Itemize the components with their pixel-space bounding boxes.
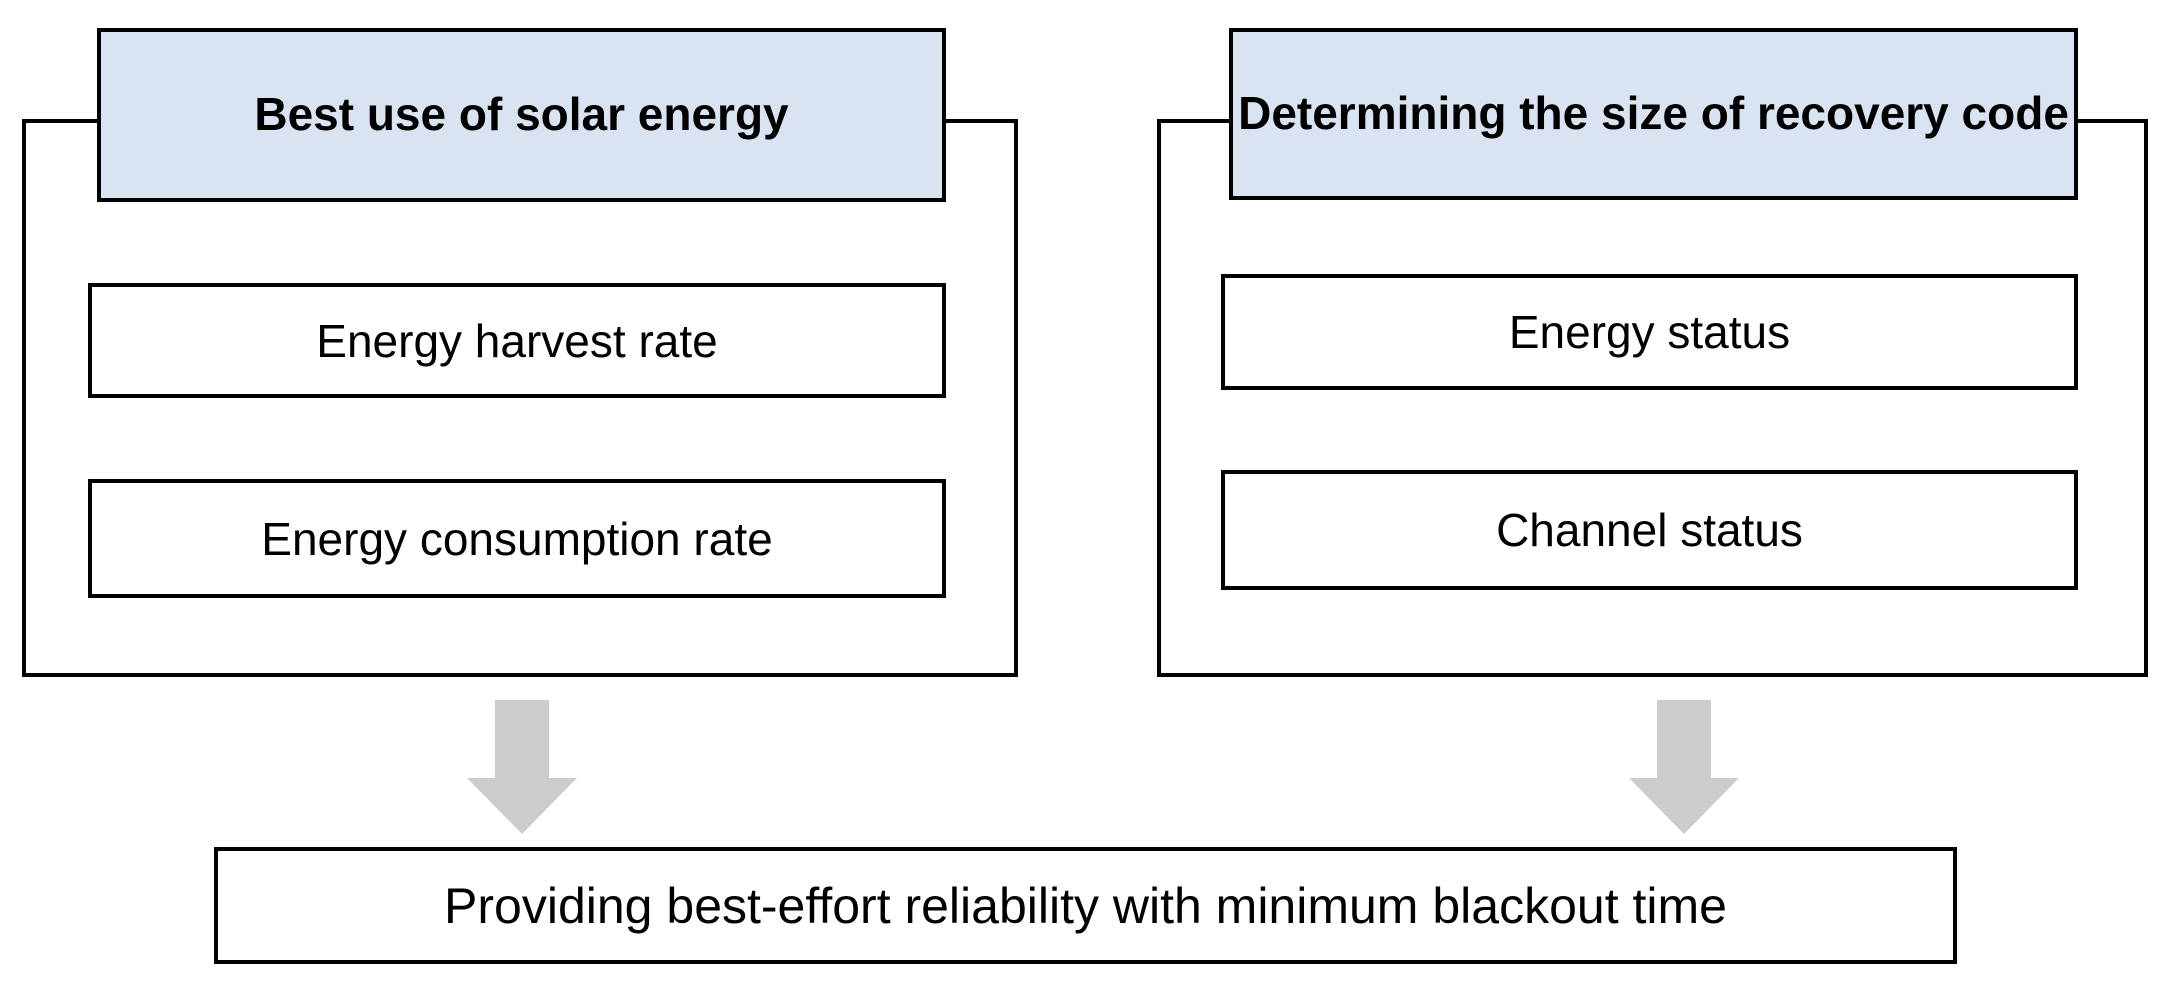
- group-header-solar-energy[interactable]: Best use of solar energy: [97, 28, 946, 202]
- item-box-label: Channel status: [1496, 504, 1803, 556]
- outcome-label: Providing best-effort reliability with m…: [444, 877, 1727, 934]
- group-header-label: Best use of solar energy: [254, 88, 789, 141]
- item-box-label: Energy status: [1508, 306, 1791, 358]
- group-frame-recovery-code: [1157, 119, 2148, 677]
- item-box-energy-status[interactable]: Energy status: [1221, 274, 2078, 390]
- item-box-channel-status[interactable]: Channel status: [1221, 470, 2078, 590]
- item-box-energy-consumption-rate[interactable]: Energy consumption rate: [88, 479, 946, 598]
- item-box-energy-harvest-rate[interactable]: Energy harvest rate: [88, 283, 946, 398]
- group-header-label: Determining the size of recovery code: [1238, 87, 2069, 140]
- item-box-label: Energy consumption rate: [261, 512, 773, 565]
- item-box-label: Energy harvest rate: [316, 314, 718, 367]
- group-header-recovery-code[interactable]: Determining the size of recovery code: [1229, 28, 2078, 200]
- down-arrow-icon-right: [1629, 700, 1739, 834]
- down-arrow-icon-left: [467, 700, 577, 834]
- outcome-box[interactable]: Providing best-effort reliability with m…: [214, 847, 1957, 964]
